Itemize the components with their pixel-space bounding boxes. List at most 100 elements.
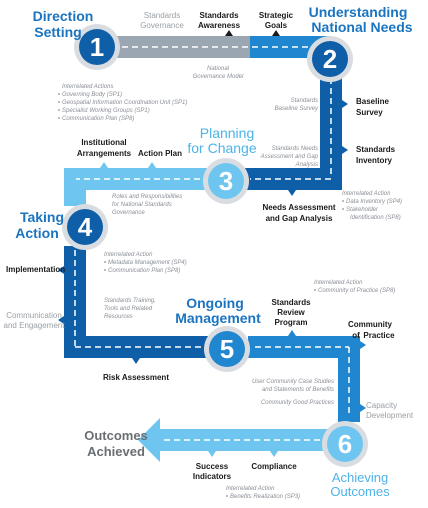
phase-title-4-line1: Taking	[20, 209, 64, 225]
label-risk-assessment: Risk Assessment	[103, 373, 169, 382]
label-communication-engagement: Communication and Engagement	[4, 311, 66, 330]
svg-text:Action Plan: Action Plan	[138, 149, 182, 158]
label-institutional-arrangements: Institutional Arrangements	[77, 138, 132, 158]
svg-text:Survey: Survey	[356, 108, 383, 117]
svg-text:Development: Development	[366, 411, 414, 420]
path-segment-3-4	[64, 168, 220, 206]
svg-text:Community of Practice (SP8): Community of Practice (SP8)	[318, 288, 395, 294]
label-needs-assessment: Needs Assessment and Gap Analysis	[262, 203, 335, 223]
phase-circle-3: 3	[203, 158, 249, 204]
phase-number-1: 1	[90, 32, 104, 62]
phase-number-2: 2	[323, 44, 337, 74]
phase-title-2-line2: National Needs	[311, 19, 412, 35]
svg-text:Indicators: Indicators	[193, 472, 232, 481]
label-action-plan: Action Plan	[138, 149, 182, 158]
label-community-of-practice: Community of Practice	[348, 320, 395, 340]
svg-text:Metadata Management (SP4): Metadata Management (SP4)	[108, 260, 187, 266]
svg-text:Baseline: Baseline	[356, 97, 389, 106]
svg-text:of: of	[352, 331, 360, 340]
svg-text:Resources: Resources	[104, 314, 133, 320]
label-standards-inventory: Standards Inventory	[356, 145, 396, 165]
bullet-text: Governing Body (SP1)	[62, 92, 122, 98]
svg-text:Tools and Related: Tools and Related	[104, 306, 153, 312]
svg-text:Capacity: Capacity	[366, 401, 397, 410]
svg-text:Interrelated Action: Interrelated Action	[104, 252, 153, 258]
output-ticks	[58, 30, 366, 457]
svg-text:Arrangements: Arrangements	[77, 149, 132, 158]
phase-number-3: 3	[219, 166, 233, 196]
svg-text:Institutional: Institutional	[81, 138, 126, 147]
note-roles-responsibilities: Roles and Responsibilities for National …	[112, 194, 182, 216]
svg-text:Roles and Responsibilities: Roles and Responsibilities	[112, 194, 182, 200]
interrelated-actions-phase-4: Interrelated Action Metadata Management …	[104, 252, 187, 274]
svg-text:Community Good Practices: Community Good Practices	[261, 400, 334, 406]
label-implementation: Implementation	[6, 265, 65, 274]
svg-text:Inventory: Inventory	[356, 156, 393, 165]
label-capacity-development: Capacity Development	[366, 401, 414, 420]
svg-text:Interrelated Action: Interrelated Action	[342, 191, 391, 197]
svg-text:and Statements of Benefits: and Statements of Benefits	[262, 387, 334, 393]
phase-title-4: Taking Action	[15, 209, 64, 241]
outcome-arrow	[138, 418, 330, 462]
path-segment-5-6	[248, 336, 360, 422]
svg-text:Awareness: Awareness	[198, 21, 241, 30]
svg-text:Communication: Communication	[6, 311, 62, 320]
svg-text:Baseline Survey: Baseline Survey	[275, 106, 319, 112]
phase-circle-1: 1	[74, 24, 120, 70]
interrelated-actions-phase-1: Interrelated Actions Governing Body (SP1…	[62, 84, 187, 122]
label-standards-review-program: Standards Review Program	[271, 298, 311, 327]
svg-text:Governance Model: Governance Model	[193, 74, 244, 80]
svg-text:Standards Training,: Standards Training,	[104, 298, 156, 304]
svg-text:Interrelated Action: Interrelated Action	[314, 280, 363, 286]
bullet-dots	[58, 93, 344, 497]
svg-text:Standards: Standards	[271, 298, 311, 307]
svg-text:National: National	[207, 66, 230, 72]
phase-title-1: Direction Setting	[33, 8, 94, 40]
svg-text:Goals: Goals	[265, 21, 288, 30]
svg-text:Standards: Standards	[144, 11, 180, 20]
svg-text:Analysis: Analysis	[295, 162, 318, 168]
svg-text:Review: Review	[277, 308, 305, 317]
svg-text:Governance: Governance	[112, 210, 145, 216]
interrelated-actions-phase-6: Interrelated Action Benefits Realization…	[226, 486, 300, 500]
svg-text:Implementation: Implementation	[6, 265, 65, 274]
phase-title-1-line1: Direction	[33, 8, 94, 24]
svg-text:Community: Community	[348, 320, 393, 329]
svg-text:Standards: Standards	[356, 145, 396, 154]
interrelated-actions-phase-2: Interrelated Action Data Inventory (SP4)…	[342, 191, 402, 221]
svg-text:Success: Success	[196, 462, 229, 471]
svg-text:Interrelated Action: Interrelated Action	[226, 486, 275, 492]
svg-text:Governance: Governance	[140, 21, 184, 30]
svg-text:Practice: Practice	[363, 331, 395, 340]
interrelated-actions-phase-5: Interrelated Action Community of Practic…	[314, 280, 395, 294]
svg-text:Specialist Working Groups (SP1: Specialist Working Groups (SP1)	[62, 108, 150, 114]
svg-text:Needs Assessment: Needs Assessment	[262, 203, 335, 212]
svg-text:Geospatial Information Coordin: Geospatial Information Coordination Unit…	[62, 100, 187, 106]
svg-text:and Gap Analysis: and Gap Analysis	[266, 214, 333, 223]
svg-text:Compliance: Compliance	[251, 462, 297, 471]
phase-title-5-line1: Ongoing	[186, 295, 244, 311]
path-segment-4-5	[64, 246, 214, 358]
label-standards-governance: Standards Governance	[140, 11, 184, 30]
phase-title-3-line2: for Change	[187, 140, 256, 156]
phase-title-4-line2: Action	[15, 225, 59, 241]
svg-text:for National Standards: for National Standards	[112, 202, 172, 208]
phase-circle-2: 2	[307, 36, 353, 82]
svg-text:User Community Case Studies: User Community Case Studies	[252, 379, 334, 385]
svg-text:Outcomes: Outcomes	[84, 428, 148, 443]
phase-title-3: Planning for Change	[187, 125, 256, 156]
phase-circle-6: 6	[322, 421, 368, 467]
label-success-indicators: Success Indicators	[193, 462, 232, 481]
note-needs-assessment: Standards Needs Assessment and Gap Analy…	[260, 146, 319, 168]
svg-text:Stakeholder: Stakeholder	[346, 207, 379, 213]
phase-number-5: 5	[220, 334, 234, 364]
phase-title-5: Ongoing Management	[175, 295, 261, 326]
svg-text:and Engagement: and Engagement	[4, 321, 66, 330]
note-standards-training: Standards Training, Tools and Related Re…	[104, 298, 156, 320]
phase-title-2-line1: Understanding	[309, 4, 408, 20]
svg-text:Assessment and Gap: Assessment and Gap	[260, 154, 319, 160]
svg-text:Standards: Standards	[291, 98, 318, 104]
phase-circle-4: 4	[62, 204, 108, 250]
label-strategic-goals: Strategic Goals	[259, 11, 294, 30]
